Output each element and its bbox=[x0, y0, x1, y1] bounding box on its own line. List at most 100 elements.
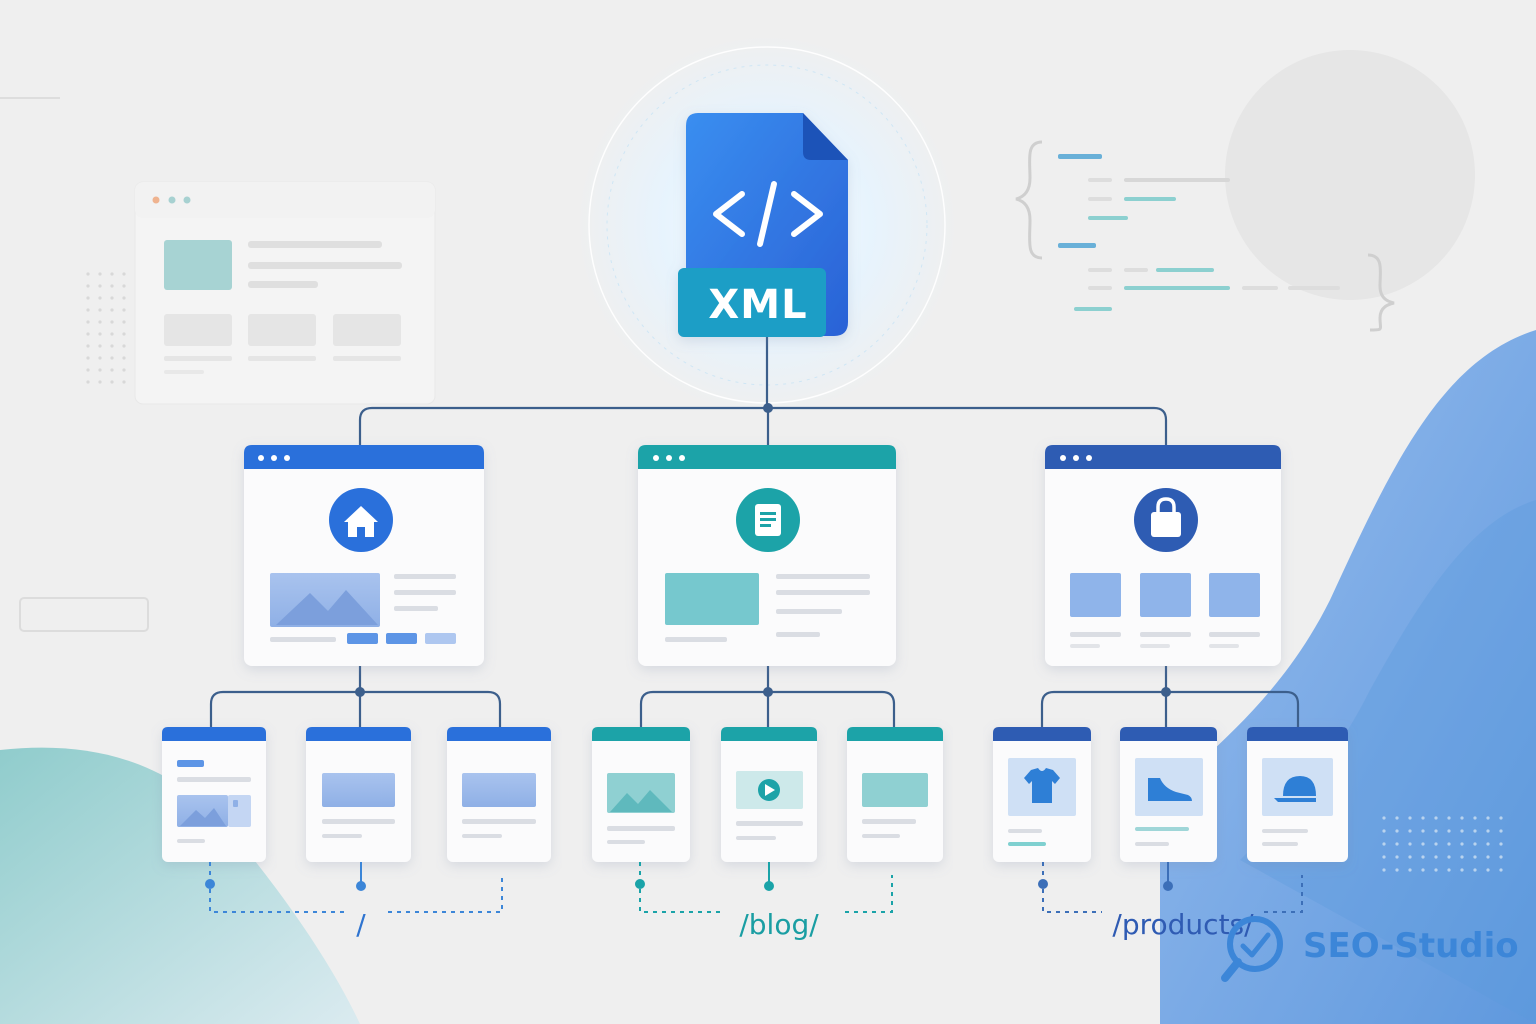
bg-dot bbox=[122, 332, 126, 336]
leaf-page-cap bbox=[1247, 727, 1348, 862]
bg-dot bbox=[110, 308, 114, 312]
bg-dot bbox=[122, 368, 126, 372]
bg-dot bbox=[1382, 842, 1386, 846]
bg-dot bbox=[1421, 855, 1425, 859]
bg-dot bbox=[98, 332, 102, 336]
bg-dot bbox=[1486, 829, 1490, 833]
bg-dot bbox=[122, 356, 126, 360]
leaf-page-tshirt bbox=[993, 727, 1091, 862]
bg-dot bbox=[86, 320, 90, 324]
bg-dot bbox=[1408, 829, 1412, 833]
bg-dot bbox=[1473, 816, 1477, 820]
bg-dot bbox=[1460, 868, 1464, 872]
bg-dot bbox=[122, 344, 126, 348]
xml-file-root: XML bbox=[678, 113, 848, 337]
bg-dot bbox=[1447, 855, 1451, 859]
bg-dot bbox=[1486, 842, 1490, 846]
bg-dot bbox=[98, 344, 102, 348]
bg-dot bbox=[1473, 868, 1477, 872]
bg-dot bbox=[1499, 868, 1503, 872]
tshirt-icon bbox=[1024, 768, 1060, 803]
bg-dot bbox=[98, 296, 102, 300]
bg-dot bbox=[1486, 855, 1490, 859]
bg-dot bbox=[1499, 855, 1503, 859]
bg-input-shape bbox=[19, 597, 149, 632]
leaf-page-content bbox=[447, 727, 551, 862]
home-icon bbox=[344, 506, 378, 537]
bg-dot bbox=[1499, 816, 1503, 820]
bg-dot bbox=[1382, 868, 1386, 872]
document-icon bbox=[755, 504, 781, 536]
bg-dot bbox=[98, 320, 102, 324]
bg-browser-mockup bbox=[134, 181, 436, 405]
bg-dot bbox=[1460, 829, 1464, 833]
url-group-lines bbox=[209, 862, 1303, 913]
bg-dot bbox=[86, 344, 90, 348]
bg-dot bbox=[1447, 842, 1451, 846]
bg-dot bbox=[1408, 868, 1412, 872]
bg-dot bbox=[1408, 816, 1412, 820]
bg-dot bbox=[86, 368, 90, 372]
bg-dot bbox=[1473, 842, 1477, 846]
url-group-dots bbox=[205, 879, 1173, 891]
bg-dot bbox=[1486, 816, 1490, 820]
bg-dot bbox=[98, 368, 102, 372]
code-brackets-icon bbox=[713, 181, 823, 247]
magnifier-logo-icon bbox=[1221, 916, 1283, 982]
bg-dot bbox=[1473, 829, 1477, 833]
bg-dot bbox=[122, 308, 126, 312]
bg-dot bbox=[1486, 868, 1490, 872]
bg-dot bbox=[1434, 868, 1438, 872]
bg-dot bbox=[1408, 855, 1412, 859]
bg-dot bbox=[1421, 816, 1425, 820]
bg-dot bbox=[86, 296, 90, 300]
bg-dot bbox=[1460, 855, 1464, 859]
bg-dot bbox=[1395, 855, 1399, 859]
bg-dot bbox=[110, 284, 114, 288]
bg-dot bbox=[1473, 855, 1477, 859]
leaf-page-video-post bbox=[721, 727, 817, 862]
connector-nodes bbox=[355, 403, 1171, 697]
bg-dot bbox=[1382, 816, 1386, 820]
bg-dot bbox=[1408, 842, 1412, 846]
bg-dot bbox=[86, 332, 90, 336]
bg-dot bbox=[86, 284, 90, 288]
bg-dot-grid bbox=[86, 272, 1503, 872]
bg-dot bbox=[110, 368, 114, 372]
bg-dot bbox=[1395, 816, 1399, 820]
bg-dot bbox=[1421, 842, 1425, 846]
bg-dot bbox=[1460, 842, 1464, 846]
leaf-page-text-post bbox=[847, 727, 943, 862]
bg-dot bbox=[1395, 868, 1399, 872]
xml-label-tag bbox=[678, 268, 826, 337]
bg-dot bbox=[122, 320, 126, 324]
bg-dot bbox=[1382, 855, 1386, 859]
leaf-page-image-post bbox=[592, 727, 690, 862]
brand-name: SEO-Studio bbox=[1303, 926, 1519, 966]
bg-dot bbox=[86, 356, 90, 360]
section-products-card bbox=[1045, 445, 1281, 666]
bg-dot bbox=[122, 380, 126, 384]
bg-dot bbox=[98, 272, 102, 276]
bg-dot bbox=[86, 272, 90, 276]
bg-dot bbox=[1447, 816, 1451, 820]
xml-label: XML bbox=[708, 282, 807, 328]
bg-dot bbox=[1499, 829, 1503, 833]
section-home-card bbox=[244, 445, 484, 666]
shoe-icon bbox=[1148, 778, 1192, 801]
bg-code-snippet bbox=[1015, 140, 1395, 332]
brand-logo: SEO-Studio bbox=[1221, 916, 1519, 982]
leaf-page-shoe bbox=[1120, 727, 1217, 862]
bg-circle bbox=[1225, 50, 1475, 300]
path-label-blog: /blog/ bbox=[739, 908, 819, 941]
bg-dot bbox=[1395, 842, 1399, 846]
bg-dot bbox=[98, 308, 102, 312]
bg-dot bbox=[1421, 868, 1425, 872]
leaf-page-media bbox=[306, 727, 411, 862]
bg-dot bbox=[122, 296, 126, 300]
bg-dot bbox=[1395, 829, 1399, 833]
bg-dot bbox=[98, 284, 102, 288]
bg-dot bbox=[122, 272, 126, 276]
bg-dot bbox=[1434, 842, 1438, 846]
